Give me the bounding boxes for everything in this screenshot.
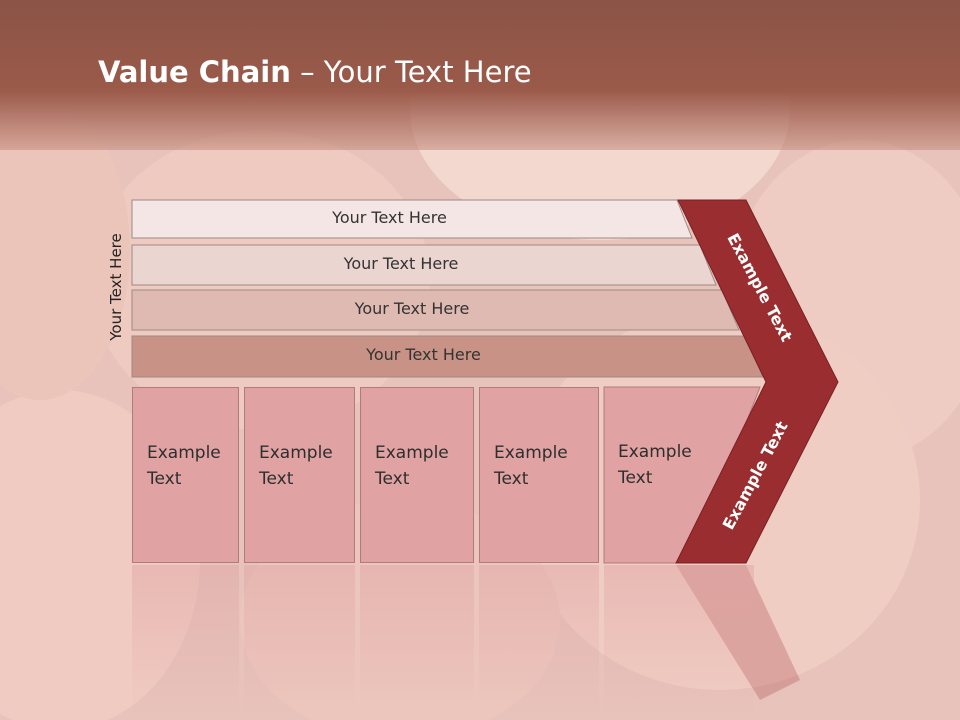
column-5-line2: Text <box>618 468 653 488</box>
row-2-label: Your Text Here <box>343 254 459 273</box>
column-2-reflection <box>244 565 355 715</box>
row-1-label: Your Text Here <box>332 208 447 227</box>
column-1-line1: Example <box>147 443 221 463</box>
column-2-line1: Example <box>259 443 333 463</box>
row-shape-3 <box>131 289 740 331</box>
title-bar <box>0 0 960 150</box>
row-1: Your Text Here <box>132 200 677 238</box>
title-rest: – Your Text Here <box>290 55 532 89</box>
chevron-shape <box>675 199 839 564</box>
column-4-line1: Example <box>494 443 568 463</box>
row-3-label: Your Text Here <box>354 299 470 318</box>
title-bold: Value Chain <box>98 55 291 89</box>
column-5-line1: Example <box>618 442 692 462</box>
column-5-reflection <box>604 565 754 715</box>
column-3-line2: Text <box>375 469 410 489</box>
slide-title: Value Chain – Your Text Here <box>98 55 532 89</box>
column-4-reflection <box>479 565 599 715</box>
column-1-reflection <box>132 565 239 715</box>
row-2: Your Text Here <box>132 246 700 284</box>
column-4-line2: Text <box>494 469 529 489</box>
column-3-reflection <box>360 565 474 715</box>
column-3-line1: Example <box>375 443 449 463</box>
column-2-line2: Text <box>259 469 294 489</box>
row-shape-1 <box>131 199 693 239</box>
row-4: Your Text Here <box>132 337 745 375</box>
row-3: Your Text Here <box>132 291 722 329</box>
row-shape-4 <box>131 335 764 378</box>
chevron-reflection <box>676 565 800 700</box>
column-1-line2: Text <box>147 469 182 489</box>
row-4-label: Your Text Here <box>366 345 481 364</box>
row-shape-2 <box>131 244 717 286</box>
